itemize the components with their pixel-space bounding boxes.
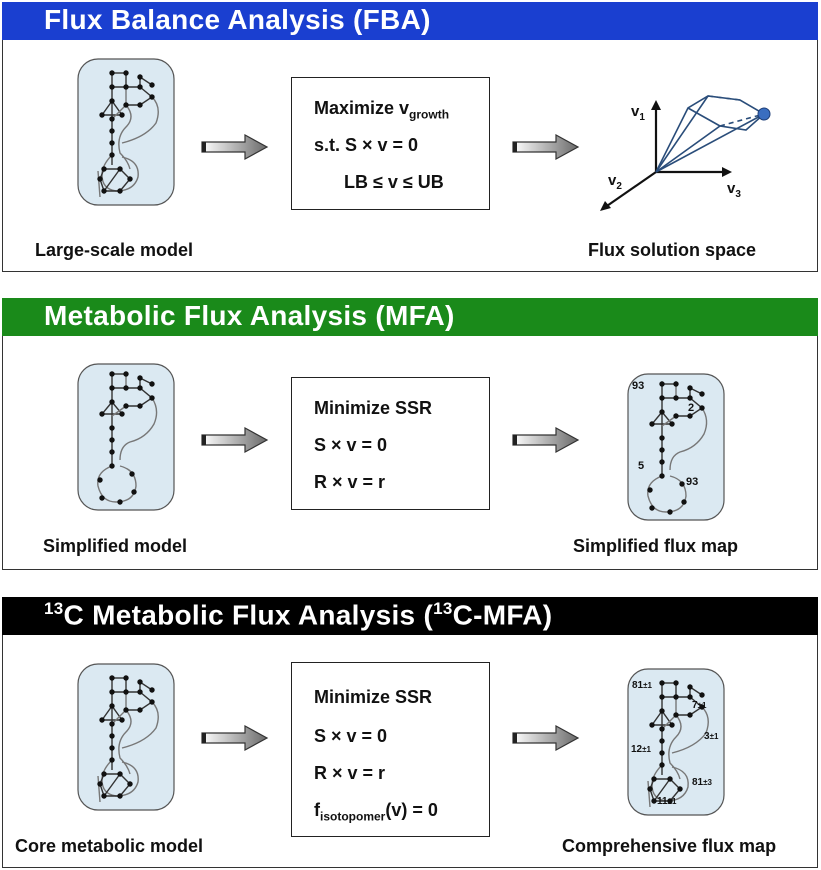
- axis-v3-label: v3: [727, 180, 741, 200]
- cmfa-flux-label: 11±1: [657, 796, 677, 807]
- axis-v1-label: v1: [631, 103, 645, 123]
- fba-banner: Flux Balance Analysis (FBA): [2, 2, 818, 40]
- fba-right-caption: Flux solution space: [588, 240, 757, 260]
- cmfa-objective: Minimize SSR: [314, 687, 433, 707]
- axis-v2-label: v2: [608, 172, 622, 192]
- mfa-arrow-right: [512, 427, 579, 453]
- cmfa-flux-label: 7±1: [692, 700, 707, 711]
- mfa-equation-box: Minimize SSR S × v = 0 R × v = r: [291, 377, 490, 510]
- cmfa-left-caption: Core metabolic model: [15, 836, 204, 856]
- cmfa-arrow-right: [512, 725, 579, 751]
- cmfa-core-network: [77, 663, 175, 811]
- mfa-constraint-measurements: R × v = r: [314, 472, 386, 492]
- cmfa-arrow-left: [201, 725, 268, 751]
- cmfa-equation-box: Minimize SSR S × v = 0 R × v = r fisotop…: [291, 662, 490, 837]
- optimum-point: [757, 107, 771, 121]
- cmfa-banner: 13C Metabolic Flux Analysis (13C-MFA): [2, 597, 818, 635]
- cmfa-flux-label: 12±1: [631, 744, 651, 755]
- mfa-objective: Minimize SSR: [314, 398, 433, 418]
- cmfa-title: 13C Metabolic Flux Analysis (13C-MFA): [44, 599, 553, 631]
- cmfa-constraint-stoichiometry: S × v = 0: [314, 726, 388, 746]
- fba-equation-box: Maximize vgrowth s.t. S × v = 0 LB ≤ v ≤…: [291, 77, 490, 210]
- cmfa-constraint-measurements: R × v = r: [314, 763, 386, 783]
- cmfa-right-caption: Comprehensive flux map: [562, 836, 777, 856]
- fba-title: Flux Balance Analysis (FBA): [44, 4, 431, 35]
- mfa-flux-label: 93: [632, 380, 645, 392]
- fba-arrow-right: [512, 134, 579, 160]
- fba-constraint-bounds: LB ≤ v ≤ UB: [344, 172, 444, 192]
- mfa-banner: Metabolic Flux Analysis (MFA): [2, 298, 818, 336]
- fba-arrow-left: [201, 134, 268, 160]
- mfa-right-caption: Simplified flux map: [573, 536, 739, 556]
- mfa-title: Metabolic Flux Analysis (MFA): [44, 300, 455, 331]
- fba-objective: Maximize vgrowth: [314, 98, 450, 122]
- cmfa-constraint-isotopomer: fisotopomer(v) = 0: [314, 800, 438, 824]
- fba-large-scale-network: [77, 58, 175, 206]
- mfa-simplified-network: [77, 363, 175, 511]
- mfa-constraint-stoichiometry: S × v = 0: [314, 435, 388, 455]
- mfa-arrow-left: [201, 427, 268, 453]
- cmfa-flux-label: 81±1: [632, 680, 652, 691]
- mfa-flux-label: 5: [638, 460, 645, 472]
- cmfa-flux-label: 81±3: [692, 777, 712, 788]
- mfa-flux-label: 2: [688, 402, 695, 414]
- axis-v2: [603, 171, 657, 209]
- flux-solution-space: [600, 95, 771, 211]
- mfa-flux-label: 93: [686, 476, 699, 488]
- fba-left-caption: Large-scale model: [35, 240, 194, 260]
- mfa-simplified-flux-map: [627, 373, 725, 521]
- cmfa-flux-label: 3±1: [704, 731, 719, 742]
- mfa-left-caption: Simplified model: [43, 536, 188, 556]
- fba-constraint-steady-state: s.t. S × v = 0: [314, 135, 419, 155]
- polytope: [655, 95, 766, 173]
